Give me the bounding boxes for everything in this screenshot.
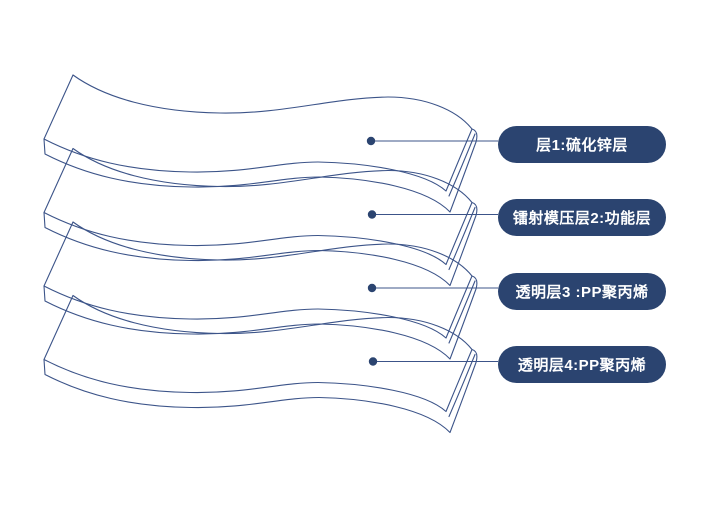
- sheet-layer-3: [43, 221, 478, 360]
- sheet-layer-1: [43, 74, 478, 213]
- sheet-layer-2: [43, 147, 478, 287]
- label-layer-4: 透明层4:PP聚丙烯: [498, 346, 666, 383]
- callout-layer-4: [368, 357, 498, 366]
- label-layer-1-text: 层1:硫化锌层: [536, 136, 628, 154]
- label-layer-1: 层1:硫化锌层: [498, 125, 666, 163]
- callout-layer-3: [367, 283, 498, 293]
- callout-dot: [366, 136, 376, 146]
- callout-dot: [367, 210, 377, 219]
- callout-layer-2: [367, 210, 498, 219]
- label-layer-3-text: 透明层3 :PP聚丙烯: [515, 283, 649, 301]
- label-layer-2-text: 镭射模压层2:功能层: [512, 210, 652, 227]
- sheet-layer-4: [43, 294, 478, 434]
- label-layer-3: 透明层3 :PP聚丙烯: [498, 272, 666, 310]
- callout-dot: [367, 283, 377, 293]
- label-layer-2: 镭射模压层2:功能层: [498, 199, 666, 236]
- callout-dot: [368, 357, 378, 366]
- label-layer-4-text: 透明层4:PP聚丙烯: [517, 357, 647, 374]
- callout-layer-1: [366, 136, 498, 146]
